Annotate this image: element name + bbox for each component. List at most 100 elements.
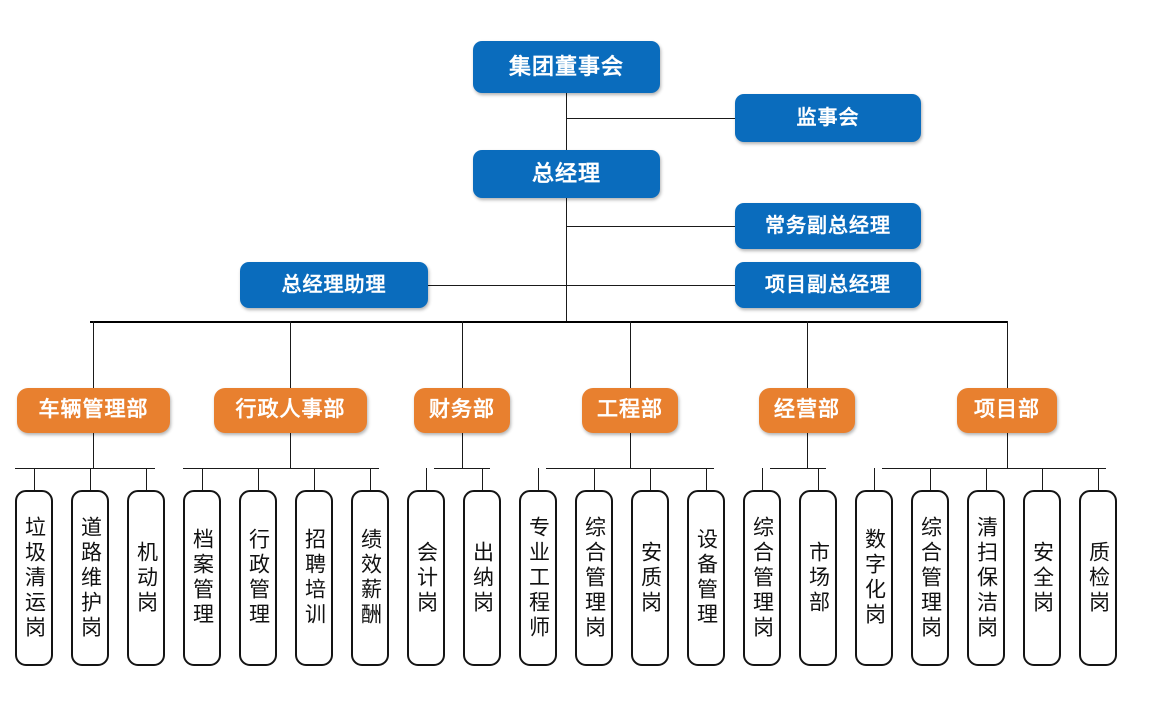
connector-subbus-vehicle	[15, 468, 155, 469]
connector-drop-cashier	[482, 468, 483, 490]
connector-drop-recruit-training	[314, 468, 315, 490]
connector-stem-finance	[462, 433, 463, 469]
position-label: 设备管理	[694, 528, 718, 628]
connector-drop-waste-transport	[34, 468, 35, 490]
connector-gm-to-exec-deputy	[566, 226, 735, 227]
position-box-road-maintenance[interactable]: 道路维护岗	[71, 490, 109, 666]
node-supervisory-board-label: 监事会	[796, 106, 860, 129]
node-department-finance[interactable]: 财务部	[414, 388, 510, 433]
connector-subbus-hr-admin	[183, 468, 379, 469]
connector-stem-vehicle	[93, 433, 94, 469]
connector-drop-pro-engineer	[538, 468, 539, 490]
node-project-deputy-gm[interactable]: 项目副总经理	[735, 262, 921, 308]
node-supervisory-board[interactable]: 监事会	[735, 94, 921, 142]
position-label: 档案管理	[190, 528, 214, 628]
connector-drop-engineer	[630, 321, 631, 388]
position-label: 安质岗	[638, 540, 662, 616]
connector-stem-engineer	[630, 433, 631, 469]
connector-drop-equipment-mgmt	[706, 468, 707, 490]
node-department-engineering-label: 工程部	[597, 398, 663, 422]
position-box-marketing-dept[interactable]: 市场部	[799, 490, 837, 666]
connector-drop-quality-check	[1098, 468, 1099, 490]
connector-drop-accounting	[426, 468, 427, 490]
position-box-performance-pay[interactable]: 绩效薪酬	[351, 490, 389, 666]
position-box-quality-check[interactable]: 质检岗	[1079, 490, 1117, 666]
node-general-manager[interactable]: 总经理	[473, 150, 660, 198]
position-box-safety-quality[interactable]: 安质岗	[631, 490, 669, 666]
position-box-admin-mgmt[interactable]: 行政管理	[239, 490, 277, 666]
position-label: 绩效薪酬	[358, 528, 382, 628]
connector-drop-finance	[462, 321, 463, 388]
position-label: 专业工程师	[526, 515, 550, 641]
connector-gm-to-supervisory	[566, 118, 735, 119]
position-label: 综合管理岗	[750, 515, 774, 641]
node-department-project-label: 项目部	[974, 398, 1040, 422]
node-project-deputy-gm-label: 项目副总经理	[765, 273, 891, 296]
connector-subbus-engineer	[546, 468, 714, 469]
position-label: 垃圾清运岗	[22, 515, 46, 641]
node-executive-deputy-gm-label: 常务副总经理	[765, 214, 891, 237]
position-label: 安全岗	[1030, 540, 1054, 616]
connector-drop-admin-mgmt	[258, 468, 259, 490]
position-box-ops-general-mgmt[interactable]: 综合管理岗	[743, 490, 781, 666]
connector-drop-eng-general-mgmt	[594, 468, 595, 490]
connector-drop-digitalization	[874, 468, 875, 490]
connector-drop-road-maintenance	[90, 468, 91, 490]
connector-drop-project	[1007, 321, 1008, 388]
position-box-accounting[interactable]: 会计岗	[407, 490, 445, 666]
connector-gm-to-assistant	[428, 285, 566, 286]
connector-drop-vehicle	[93, 321, 94, 388]
node-board[interactable]: 集团董事会	[473, 41, 660, 93]
position-box-eng-general-mgmt[interactable]: 综合管理岗	[575, 490, 613, 666]
position-label: 质检岗	[1086, 540, 1110, 616]
position-box-equipment-mgmt[interactable]: 设备管理	[687, 490, 725, 666]
connector-stem-operation	[807, 433, 808, 469]
position-box-records-mgmt[interactable]: 档案管理	[183, 490, 221, 666]
connector-drop-proj-general-mgmt	[930, 468, 931, 490]
connector-gm-to-proj-deputy	[566, 285, 735, 286]
node-department-engineering[interactable]: 工程部	[582, 388, 678, 433]
node-department-vehicle-label: 车辆管理部	[38, 398, 149, 422]
position-label: 机动岗	[134, 540, 158, 616]
node-gm-assistant[interactable]: 总经理助理	[240, 262, 428, 308]
position-label: 会计岗	[414, 540, 438, 616]
node-department-vehicle[interactable]: 车辆管理部	[17, 388, 170, 433]
connector-drop-ops-general-mgmt	[762, 468, 763, 490]
position-box-pro-engineer[interactable]: 专业工程师	[519, 490, 557, 666]
connector-drop-cleaning	[986, 468, 987, 490]
position-label: 道路维护岗	[78, 515, 102, 641]
connector-drop-operation	[807, 321, 808, 388]
node-executive-deputy-gm[interactable]: 常务副总经理	[735, 203, 921, 249]
position-box-cashier[interactable]: 出纳岗	[463, 490, 501, 666]
node-department-project[interactable]: 项目部	[957, 388, 1057, 433]
node-department-hr-admin[interactable]: 行政人事部	[214, 388, 367, 433]
connector-subbus-operation	[770, 468, 826, 469]
node-department-operation-label: 经营部	[774, 398, 840, 422]
position-box-safety-post[interactable]: 安全岗	[1023, 490, 1061, 666]
node-gm-assistant-label: 总经理助理	[281, 273, 387, 296]
connector-drop-performance-pay	[370, 468, 371, 490]
node-department-operation[interactable]: 经营部	[759, 388, 855, 433]
connector-drop-motor-pool	[146, 468, 147, 490]
node-general-manager-label: 总经理	[531, 161, 601, 187]
position-box-waste-transport[interactable]: 垃圾清运岗	[15, 490, 53, 666]
position-box-motor-pool[interactable]: 机动岗	[127, 490, 165, 666]
position-box-recruit-training[interactable]: 招聘培训	[295, 490, 333, 666]
connector-drop-marketing-dept	[818, 468, 819, 490]
position-box-digitalization[interactable]: 数字化岗	[855, 490, 893, 666]
connector-drop-safety-post	[1042, 468, 1043, 490]
connector-stem-hr-admin	[290, 433, 291, 469]
connector-drop-records-mgmt	[202, 468, 203, 490]
position-box-proj-general-mgmt[interactable]: 综合管理岗	[911, 490, 949, 666]
connector-department-bus	[90, 321, 1007, 323]
node-department-finance-label: 财务部	[429, 398, 495, 422]
position-label: 市场部	[806, 540, 830, 616]
connector-board-to-gm	[566, 93, 567, 150]
connector-drop-hr-admin	[290, 321, 291, 388]
position-label: 招聘培训	[302, 528, 326, 628]
connector-drop-safety-quality	[650, 468, 651, 490]
connector-subbus-project	[882, 468, 1106, 469]
position-box-cleaning[interactable]: 清扫保洁岗	[967, 490, 1005, 666]
position-label: 清扫保洁岗	[974, 515, 998, 641]
